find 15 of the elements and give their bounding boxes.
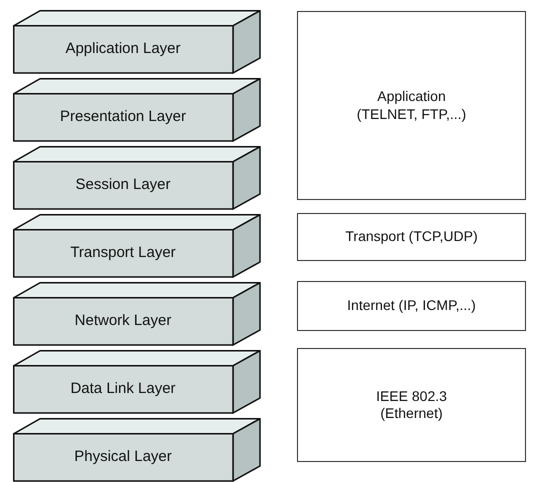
layer-label: Physical Layer [74,448,172,466]
layer-label: Internet (IP, ICMP,...) [347,297,476,315]
protocol-box [297,11,526,200]
layer-label: Transport Layer [70,244,176,262]
layer-label: Application (TELNET, FTP,...) [356,88,468,123]
protocol-box [297,348,526,462]
layer-label: Session Layer [75,176,171,194]
layer-label: Network Layer [74,312,172,330]
layer-label: Transport (TCP,UDP) [345,228,478,246]
protocol-box [297,281,526,331]
layer-label: Data Link Layer [70,380,176,398]
layer-label: Presentation Layer [60,108,186,126]
layer-label: IEEE 802.3 (Ethernet) [375,388,448,422]
layer-label: Application Layer [65,40,181,58]
protocol-box [297,213,526,261]
